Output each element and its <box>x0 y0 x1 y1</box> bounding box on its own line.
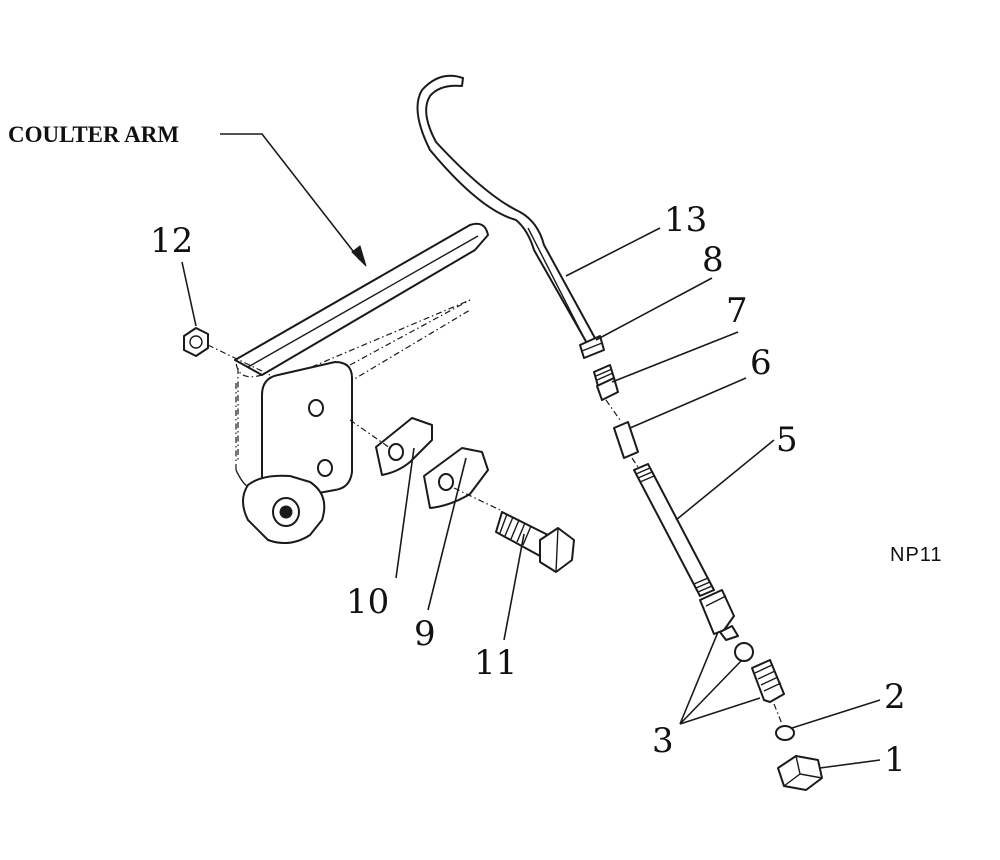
leader-lines <box>181 133 881 769</box>
callout-3: 3 <box>652 721 674 761</box>
callout-7: 7 <box>726 291 748 331</box>
mounting-plate <box>261 361 353 501</box>
coulter-arm-label: COULTER ARM <box>8 122 179 147</box>
part-2-washer <box>775 725 795 741</box>
callout-10: 10 <box>346 582 389 622</box>
part-8-ferrule <box>579 335 605 359</box>
callout-12: 12 <box>150 221 193 261</box>
callout-13: 13 <box>664 200 707 240</box>
callout-1: 1 <box>884 740 906 780</box>
callout-5: 5 <box>776 420 798 460</box>
part-10-bracket <box>349 417 433 476</box>
callout-11: 11 <box>474 643 517 683</box>
part-6-coupling <box>613 421 641 471</box>
callout-2: 2 <box>884 677 906 717</box>
part-9-bracket <box>423 447 489 509</box>
part-11-bolt <box>453 487 575 573</box>
part-3-fitting-assembly <box>699 589 785 725</box>
part-1-nut <box>777 755 823 791</box>
callout-9: 9 <box>414 614 436 654</box>
callout-6: 6 <box>750 343 772 383</box>
part-12-nut <box>183 327 271 376</box>
callout-8: 8 <box>702 240 724 280</box>
part-13-tube <box>416 74 597 346</box>
part-7-fitting <box>593 364 621 421</box>
coulter-arm <box>234 222 489 489</box>
part-5-pipe <box>633 463 715 597</box>
drawing-code: NP11 <box>890 544 943 566</box>
arm-lug <box>242 474 326 545</box>
